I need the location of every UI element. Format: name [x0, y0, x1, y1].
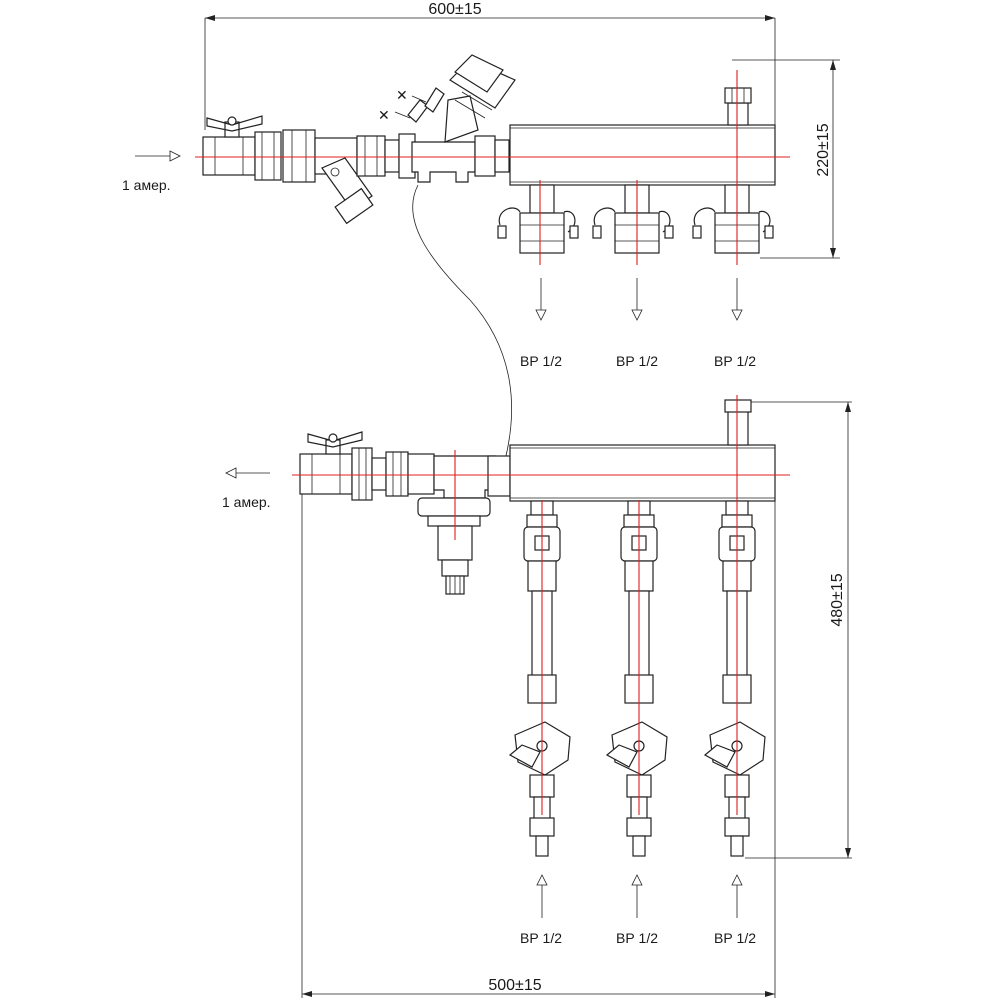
svg-text:✕: ✕	[396, 87, 408, 103]
dimension-bottom-height-text: 480±15	[829, 573, 846, 626]
return-arrow-icon	[225, 467, 270, 479]
dimension-bottom-width: 500±15	[301, 455, 776, 998]
ball-valve-icon	[202, 115, 263, 176]
return-manifold: 1 амер.	[222, 395, 790, 946]
dimension-top-width-text: 600±15	[428, 1, 481, 18]
union-nut	[254, 131, 282, 181]
dimension-bottom-height: 480±15	[745, 401, 852, 859]
outlet-arrow-icon	[535, 278, 743, 321]
return-ball-valve-icon	[299, 431, 363, 495]
return-outlet-label: 1 амер.	[222, 494, 271, 510]
supply-inlet-label: 1 амер.	[122, 177, 171, 193]
return-fitting-4	[487, 455, 511, 497]
strainer-icon	[314, 137, 374, 225]
air-vent-icon	[724, 87, 752, 126]
return-air-vent-icon	[724, 399, 752, 446]
supply-outlet-label-2: ВР 1/2	[616, 353, 658, 369]
supply-manifold-body	[509, 124, 776, 186]
dimension-top-width: 600±15	[204, 1, 776, 130]
capillary-tube	[412, 184, 513, 461]
return-leg-2	[605, 500, 668, 857]
return-inlet-label-2: ВР 1/2	[616, 930, 658, 946]
return-manifold-body	[509, 444, 776, 502]
return-inlet-label-1: ВР 1/2	[520, 930, 562, 946]
supply-outlet-3	[692, 184, 774, 254]
dimension-top-height: 220±15	[732, 59, 840, 259]
supply-manifold: 1 амер.	[122, 54, 790, 369]
fitting-2	[384, 139, 400, 173]
supply-outlet-label-1: ВР 1/2	[520, 353, 562, 369]
return-fitting-3	[407, 453, 435, 495]
balancing-valve-icon: ✕ ✕	[378, 54, 516, 183]
dimension-bottom-width-text: 500±15	[488, 977, 541, 994]
return-fitting-2	[385, 451, 409, 497]
return-fitting-1	[371, 457, 387, 491]
supply-outlet-1	[497, 184, 579, 254]
supply-outlet-2	[592, 184, 674, 254]
pressure-regulator-icon	[417, 455, 496, 595]
return-leg-3	[703, 500, 766, 857]
return-inlet-label-3: ВР 1/2	[714, 930, 756, 946]
return-leg-1	[508, 500, 571, 857]
fitting-5	[494, 139, 510, 173]
fitting-1	[356, 135, 386, 177]
inlet-arrow-icon	[135, 150, 181, 162]
inlet-up-arrow-icon	[536, 874, 743, 918]
union-nut-2	[282, 129, 316, 183]
return-union-nut	[351, 447, 373, 501]
dimension-top-height-text: 220±15	[815, 123, 832, 176]
supply-outlet-label-3: ВР 1/2	[714, 353, 756, 369]
fitting-4	[474, 135, 496, 177]
svg-text:✕: ✕	[378, 107, 390, 123]
